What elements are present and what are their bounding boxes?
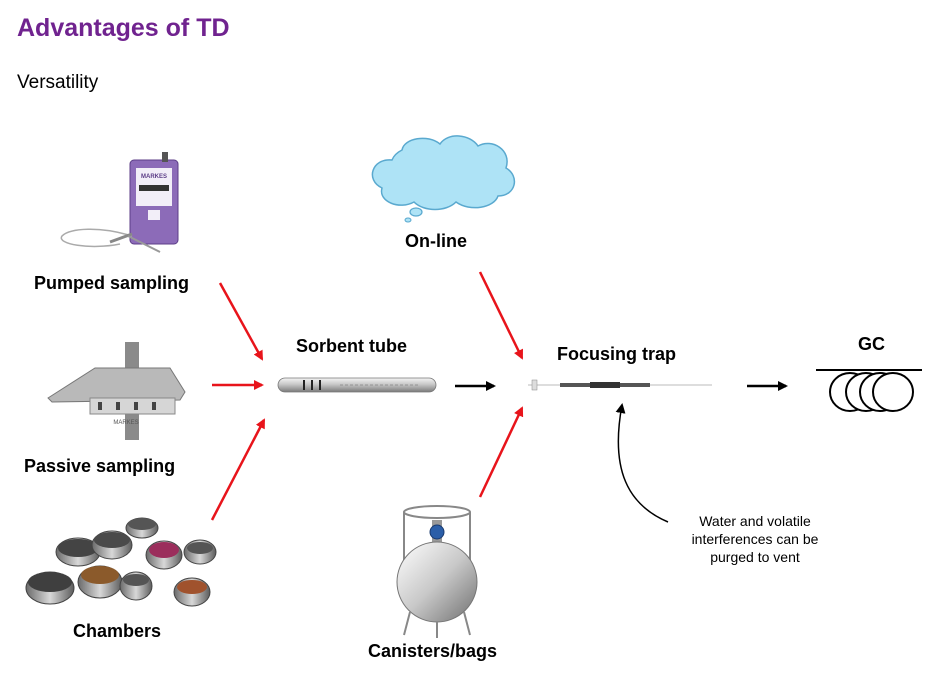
arrow-pumped-to-tube [218, 282, 264, 361]
focusing-trap-icon [528, 379, 712, 391]
purge-note-line-3: purged to vent [710, 549, 800, 565]
purge-note: Water and volatile interferences can be … [660, 512, 850, 566]
purge-note-line-2: interferences can be [691, 531, 819, 547]
label-canisters-bags: Canisters/bags [368, 641, 498, 661]
passive-sampler-icon: MARKES [47, 342, 186, 440]
label-sorbent-tube: Sorbent tube [296, 336, 407, 356]
canister-icon [396, 505, 478, 638]
arrow-purge-to-trap [615, 403, 669, 523]
label-focusing-trap: Focusing trap [557, 344, 677, 364]
label-online: On-line [405, 231, 467, 251]
gc-column-icon [816, 369, 922, 412]
sorbent-tube-icon [277, 377, 437, 393]
label-chambers: Chambers [73, 621, 162, 641]
arrow-chambers-to-tube [210, 418, 266, 521]
label-pumped-sampling: Pumped sampling [34, 273, 190, 293]
pump-device-icon: MARKES [60, 152, 179, 253]
page-subtitle: Versatility [17, 72, 99, 93]
chambers-icon [25, 517, 217, 607]
page-title: Advantages of TD [17, 14, 230, 42]
arrow-online-to-trap [478, 271, 524, 360]
cloud-icon [371, 135, 516, 223]
label-gc: GC [858, 334, 885, 354]
purge-note-line-1: Water and volatile [699, 513, 811, 529]
arrow-canisters-to-trap [478, 406, 524, 498]
pump-brand-text: MARKES [141, 174, 167, 180]
label-passive-sampling: Passive sampling [24, 456, 176, 476]
sampler-brand-text: MARKES [113, 420, 138, 426]
